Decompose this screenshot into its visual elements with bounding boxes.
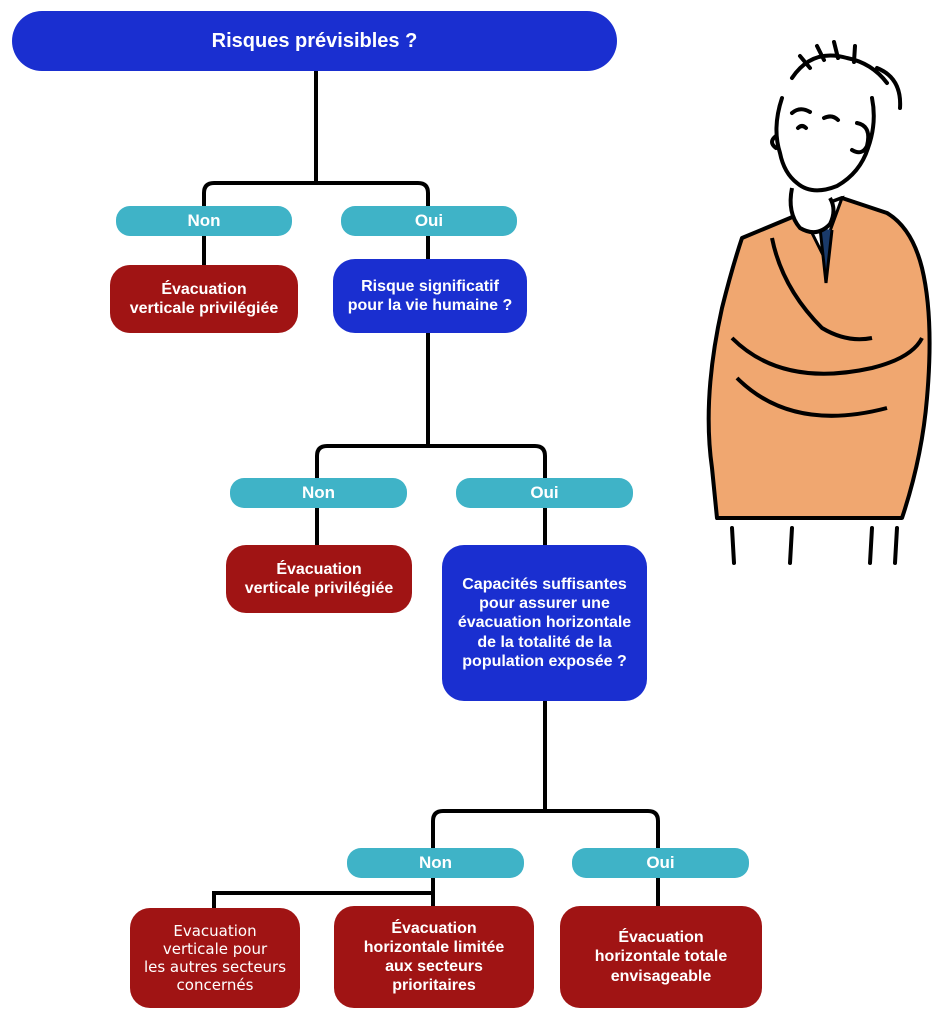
level2-yes-question: Capacités suffisantes pour assurer une é… — [442, 545, 647, 701]
level3-yes-result-text: Évacuation horizontale totale envisageab… — [594, 929, 728, 985]
level2-yes-question-text: Capacités suffisantes pour assurer une é… — [457, 576, 632, 670]
root-question-text: Risques prévisibles ? — [211, 30, 418, 52]
level2-no-result: Évacuation verticale privilégiée — [226, 545, 412, 613]
level2-no-result-text: Évacuation verticale privilégiée — [244, 560, 394, 597]
level1-yes-question: Risque significatif pour la vie humaine … — [333, 259, 527, 333]
level2-no-label: Non — [230, 478, 407, 508]
level1-yes-text: Oui — [414, 210, 444, 230]
level2-no-text: Non — [301, 482, 336, 502]
thinking-man-icon — [706, 40, 932, 565]
level3-yes-result: Évacuation horizontale totale envisageab… — [560, 906, 762, 1008]
level3-no-text: Non — [418, 852, 453, 872]
level2-yes-text: Oui — [530, 482, 559, 502]
level1-no-label: Non — [116, 206, 292, 236]
level3-no-label: Non — [347, 848, 524, 878]
level1-no-result: Évacuation verticale privilégiée — [110, 265, 298, 333]
level3-no-result-b: Évacuation horizontale limitée aux secte… — [334, 906, 534, 1008]
level1-yes-label: Oui — [341, 206, 517, 236]
level3-no-result-a: Evacuation verticale pour les autres sec… — [130, 908, 300, 1008]
root-question: Risques prévisibles ? — [12, 11, 617, 71]
level2-yes-label: Oui — [456, 478, 633, 508]
level3-no-result-a-text: Evacuation verticale pour les autres sec… — [143, 922, 287, 994]
level3-yes-label: Oui — [572, 848, 749, 878]
level1-no-text: Non — [187, 210, 221, 230]
level3-yes-text: Oui — [646, 852, 675, 872]
level1-yes-question-text: Risque significatif pour la vie humaine … — [347, 277, 513, 314]
level1-no-result-text: Évacuation verticale privilégiée — [129, 280, 279, 317]
level3-no-result-b-text: Évacuation horizontale limitée aux secte… — [363, 919, 505, 995]
